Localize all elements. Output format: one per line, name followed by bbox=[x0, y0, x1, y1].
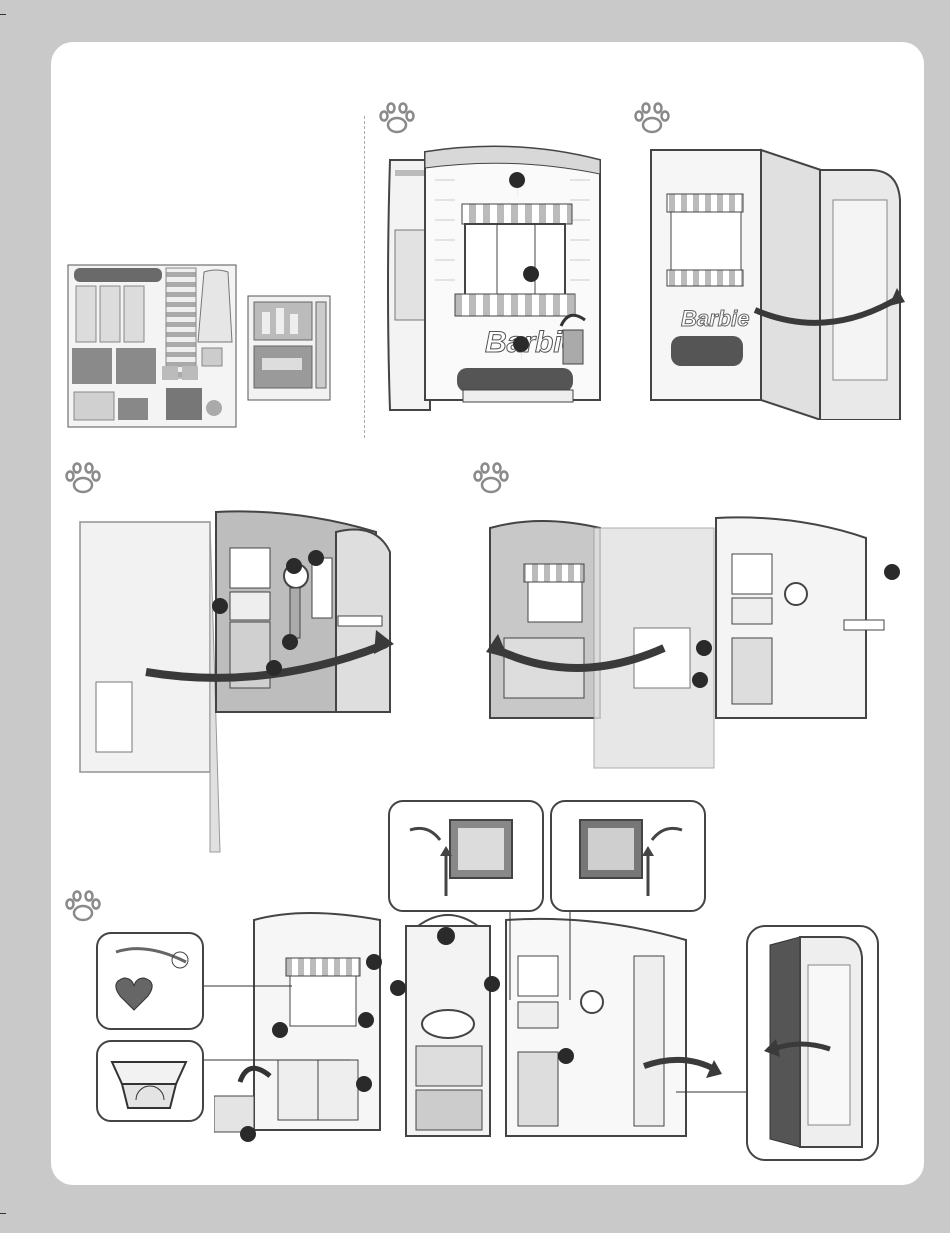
callout-lines bbox=[0, 0, 950, 1233]
